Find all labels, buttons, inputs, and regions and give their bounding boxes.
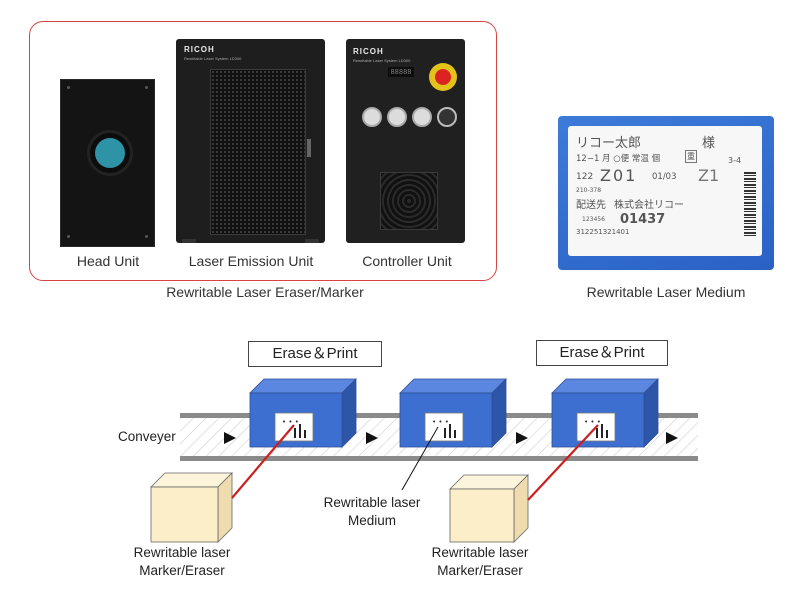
product-group-caption: Rewritable Laser Eraser/Marker [166,284,364,300]
laser-beam-left [231,424,295,499]
medium-printed-label: リコー太郎 様 12−1 月 ○便 常温 個 重 3-4 122 Z01 01/… [568,126,762,256]
big-number: 01437 [620,212,666,227]
head-unit-caption: Head Unit [76,253,140,269]
screw-icon [145,235,148,238]
laser-unit-model: Rewritable Laser System LD300 [184,56,242,61]
control-knob [412,107,432,127]
head-unit-lens-ring [87,130,133,176]
code-z: Z1 [698,166,720,185]
code-main: Z01 [600,166,638,185]
route-code: 3-4 [728,156,742,165]
controller-model: Rewritable Laser System LD300 [353,58,411,63]
svg-text:• • •: • • • [584,418,601,426]
direction-arrow-icon [366,432,378,444]
package-box-2: • • • [399,378,507,448]
medium-label-line2: Medium [347,513,396,528]
head-unit-photo [60,79,155,247]
laser-unit-vent-grille [210,69,306,235]
marker-right-line2: Marker/Eraser [437,563,523,578]
medium-callout-line [401,426,439,491]
code-prefix: 122 [576,172,594,182]
marker-eraser-device-left [150,472,233,543]
controller-unit-caption: Controller Unit [362,253,452,269]
delivery-info: 12−1 月 ○便 常温 個 [576,154,661,164]
control-knob [387,107,407,127]
laser-emission-unit-photo: RICOH Rewritable Laser System LD300 [176,39,325,243]
laser-beam-right [527,424,599,501]
medium-label-line1: Rewritable laser [323,495,421,510]
package-box-1: • • • [249,378,357,448]
svg-text:• • •: • • • [432,418,449,426]
svg-text:• • •: • • • [282,418,299,426]
controller-display: 88888 [388,67,414,77]
laser-unit-handle [307,139,311,157]
screw-icon [67,235,70,238]
honorific: 様 [702,136,716,151]
marker-left-line2: Marker/Eraser [139,563,225,578]
screw-icon [145,86,148,89]
sender-name: 株式会社リコー [614,200,684,211]
product-group-frame [29,21,497,281]
control-knob [362,107,382,127]
conveyor-rail-bottom [180,456,698,461]
laser-unit-brand: RICOH [184,45,215,54]
conveyer-label: Conveyer [118,429,176,444]
package-box-3: • • • [551,378,659,448]
foot [305,239,319,243]
cooling-fan-icon [380,172,438,230]
laser-emission-unit-caption: Laser Emission Unit [188,253,314,269]
foot [182,239,196,243]
direction-arrow-icon [224,432,236,444]
medium-caption: Rewritable Laser Medium [586,284,746,300]
code-fraction: 01/03 [652,172,677,182]
head-unit-lens [95,138,125,168]
direction-arrow-icon [516,432,528,444]
sender-label: 配送先 [576,200,606,211]
erase-print-label-1: Erase＆Print [248,341,382,367]
screw-icon [67,86,70,89]
controller-unit-photo: RICOH Rewritable Laser System LD300 8888… [346,39,465,243]
direction-arrow-icon [666,432,678,444]
key-switch [437,107,457,127]
rewritable-medium-photo: リコー太郎 様 12−1 月 ○便 常温 個 重 3-4 122 Z01 01/… [558,116,774,270]
small-number: 123456 [582,216,605,223]
serial-number: 312251321401 [576,228,630,236]
marker-left-line1: Rewritable laser [133,545,231,560]
zip-code: 210-378 [576,187,602,194]
barcode-icon [744,172,756,236]
marker-right-line1: Rewritable laser [431,545,529,560]
marker-eraser-device-right [449,474,529,543]
controller-brand: RICOH [353,47,384,56]
recipient-name: リコー太郎 [576,136,642,151]
erase-print-label-2: Erase＆Print [536,340,668,366]
weight-box: 重 [685,150,697,163]
emergency-stop-knob [435,69,451,85]
